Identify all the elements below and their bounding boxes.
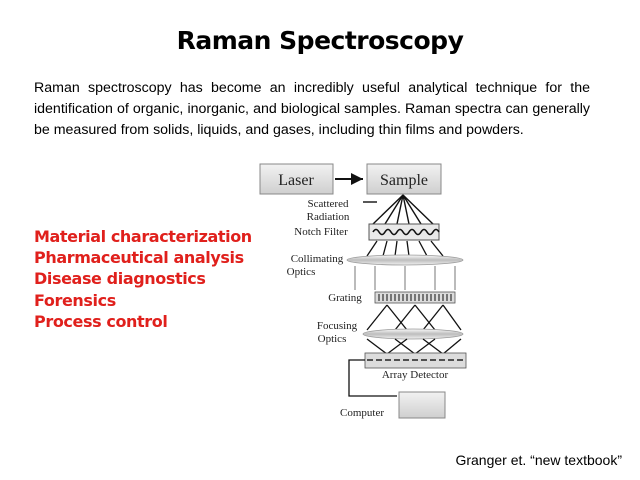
scattered-label-1: Scattered (308, 198, 349, 210)
application-item: Disease diagnostics (34, 269, 206, 289)
focusing-lens (362, 328, 464, 340)
focusing-label-2: Optics (318, 333, 347, 345)
computer-label: Computer (340, 407, 384, 419)
filtered-rays (366, 240, 444, 257)
application-item: Forensics (34, 290, 116, 310)
applications-list: Material characterization Pharmaceutical… (34, 226, 252, 332)
collimating-lens (346, 254, 464, 266)
notch-filter (368, 223, 440, 241)
application-item: Material characterization (34, 227, 252, 246)
scattered-rays (363, 194, 434, 225)
laser-label: Laser (278, 172, 314, 189)
array-detector (364, 352, 467, 369)
grating-label: Grating (328, 292, 362, 304)
sample-box: Sample (366, 163, 442, 195)
focusing-label-1: Focusing (317, 320, 358, 332)
scattered-label-2: Radiation (307, 211, 350, 223)
citation: Granger et. “new textbook” (455, 452, 622, 468)
application-item: Pharmaceutical analysis (34, 248, 244, 268)
intro-paragraph: Raman spectroscopy has become an incredi… (34, 80, 590, 138)
notch-filter-label: Notch Filter (294, 226, 348, 238)
sample-label: Sample (380, 172, 428, 189)
grating (374, 291, 456, 304)
dispersed-rays (366, 304, 462, 331)
slide-title: Raman Spectroscopy (176, 26, 464, 55)
collimated-rays (354, 266, 456, 290)
computer-box (398, 391, 446, 419)
collimating-label-2: Optics (287, 266, 316, 278)
detector-computer-cable (348, 359, 397, 397)
raman-setup-diagram: Laser Sample Scattered Radiation Notch F… (259, 163, 467, 419)
focused-rays (366, 338, 462, 355)
collimating-label-1: Collimating (291, 253, 344, 265)
array-detector-label: Array Detector (382, 369, 449, 381)
laser-box: Laser (259, 163, 334, 195)
application-item: Process control (34, 311, 168, 331)
